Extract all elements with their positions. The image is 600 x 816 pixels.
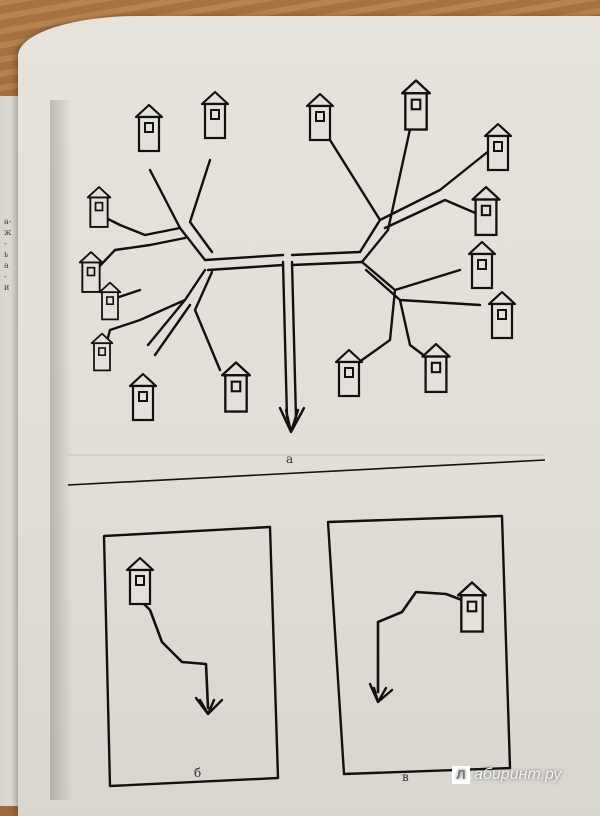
path-b bbox=[138, 598, 210, 710]
path-v bbox=[376, 590, 464, 694]
caption-v: в bbox=[402, 770, 409, 784]
figure-b bbox=[102, 525, 280, 788]
main-branch-left bbox=[203, 253, 285, 272]
house-icon bbox=[456, 581, 488, 633]
house-icon bbox=[400, 79, 432, 131]
house-icon bbox=[421, 342, 451, 394]
divider-line bbox=[67, 459, 546, 486]
figure-v bbox=[326, 514, 512, 776]
arrow-b bbox=[194, 696, 224, 716]
figure-a-houses bbox=[78, 79, 517, 422]
house-icon bbox=[90, 332, 114, 372]
watermark: Л абиринт.ру bbox=[452, 766, 561, 784]
trunk-road bbox=[281, 260, 298, 420]
caption-a: а bbox=[286, 452, 294, 466]
house-icon bbox=[471, 185, 501, 237]
trunk-arrow bbox=[278, 406, 306, 434]
frame-b bbox=[102, 525, 280, 788]
watermark-text: абиринт.ру bbox=[474, 766, 562, 783]
branch-right-upper bbox=[328, 118, 492, 264]
branch-right-lower bbox=[353, 260, 482, 367]
text-fragment: - bbox=[4, 239, 7, 248]
figure-a-tree bbox=[94, 118, 492, 434]
house-icon bbox=[86, 186, 112, 228]
text-fragment: - bbox=[4, 272, 7, 281]
labirint-logo-icon: Л bbox=[452, 766, 470, 784]
text-fragment: а bbox=[4, 261, 9, 270]
text-fragment: а- bbox=[4, 217, 12, 226]
left-page-text: а- ж - ь а - и bbox=[4, 216, 11, 293]
text-fragment: ь bbox=[4, 250, 9, 259]
arrow-v bbox=[368, 682, 394, 704]
house-icon bbox=[334, 348, 364, 398]
house-icon bbox=[134, 103, 164, 153]
house-icon bbox=[220, 361, 252, 413]
text-fragment: ж bbox=[4, 228, 12, 237]
caption-b: б bbox=[194, 766, 202, 780]
house-icon bbox=[125, 556, 155, 606]
main-branch-right bbox=[290, 250, 364, 267]
frame-v bbox=[326, 514, 512, 776]
house-icon bbox=[128, 372, 158, 422]
house-icon bbox=[98, 281, 122, 321]
branch-left-lower bbox=[108, 268, 222, 372]
house-icon bbox=[483, 122, 513, 172]
house-icon bbox=[200, 90, 230, 140]
text-fragment: и bbox=[4, 283, 10, 292]
house-icon bbox=[487, 290, 517, 340]
branch-left-upper bbox=[113, 158, 214, 262]
house-icon bbox=[467, 240, 497, 290]
house-icon bbox=[305, 92, 335, 142]
page-gutter-shadow bbox=[50, 100, 72, 800]
house-icon bbox=[78, 251, 104, 293]
